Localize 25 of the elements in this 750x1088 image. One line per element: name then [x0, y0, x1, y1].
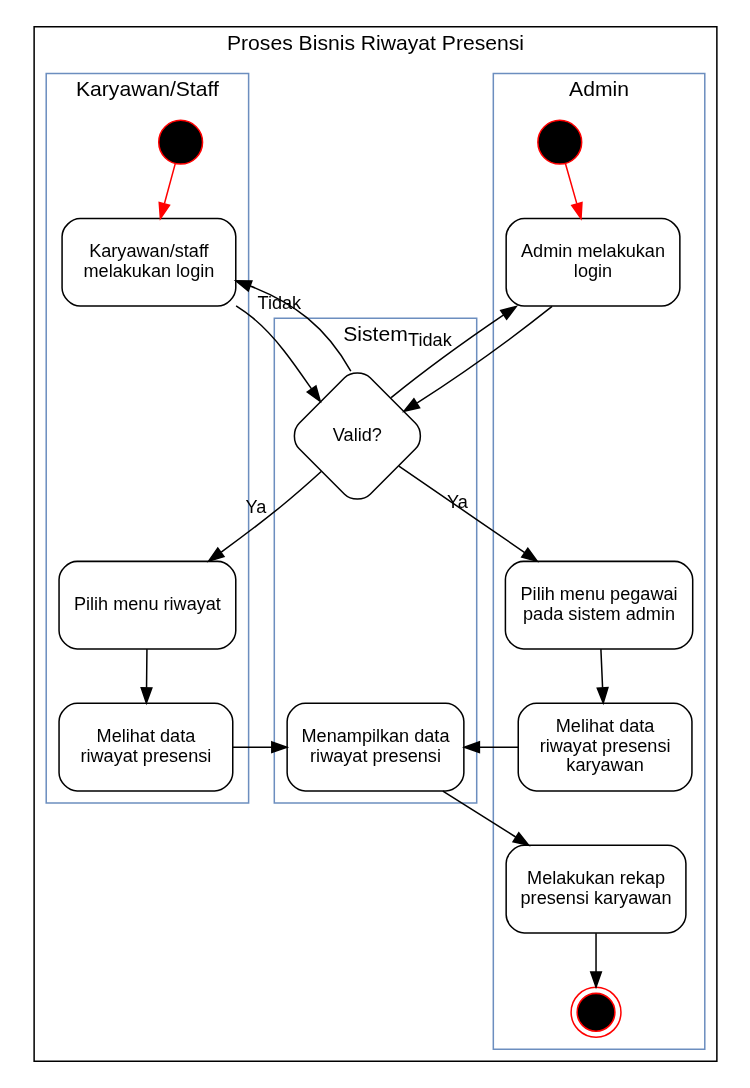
arrow	[595, 648, 609, 706]
arrow	[401, 305, 553, 413]
node-circle	[569, 986, 622, 1038]
arrow	[206, 470, 322, 563]
node-box: Pilih menu riwayat	[57, 560, 237, 650]
node-box: Admin melakukan login	[504, 217, 681, 307]
node-circle	[536, 119, 582, 165]
arrow	[231, 740, 289, 754]
edge-label: Tidak	[407, 329, 452, 350]
arrow	[157, 162, 176, 221]
node-box: Melihat data riwayat presensi	[57, 702, 233, 792]
arrow	[389, 305, 518, 399]
node-circle	[157, 119, 203, 165]
arrow	[564, 162, 583, 221]
node-box: Melihat data riwayat presensi karyawan	[517, 702, 693, 792]
arrow	[589, 932, 602, 990]
node-box: Melakukan rekap presensi karyawan	[504, 844, 687, 934]
node-box: Karyawan/staff melakukan login	[60, 217, 237, 307]
arrow	[233, 280, 352, 372]
arrow	[397, 465, 539, 563]
arrow	[461, 740, 519, 754]
arrow	[234, 305, 322, 404]
node-box: Pilih menu pegawai pada sistem admin	[504, 560, 693, 650]
node-box: Menampilkan data riwayat presensi	[285, 702, 465, 792]
arrow	[139, 648, 153, 706]
